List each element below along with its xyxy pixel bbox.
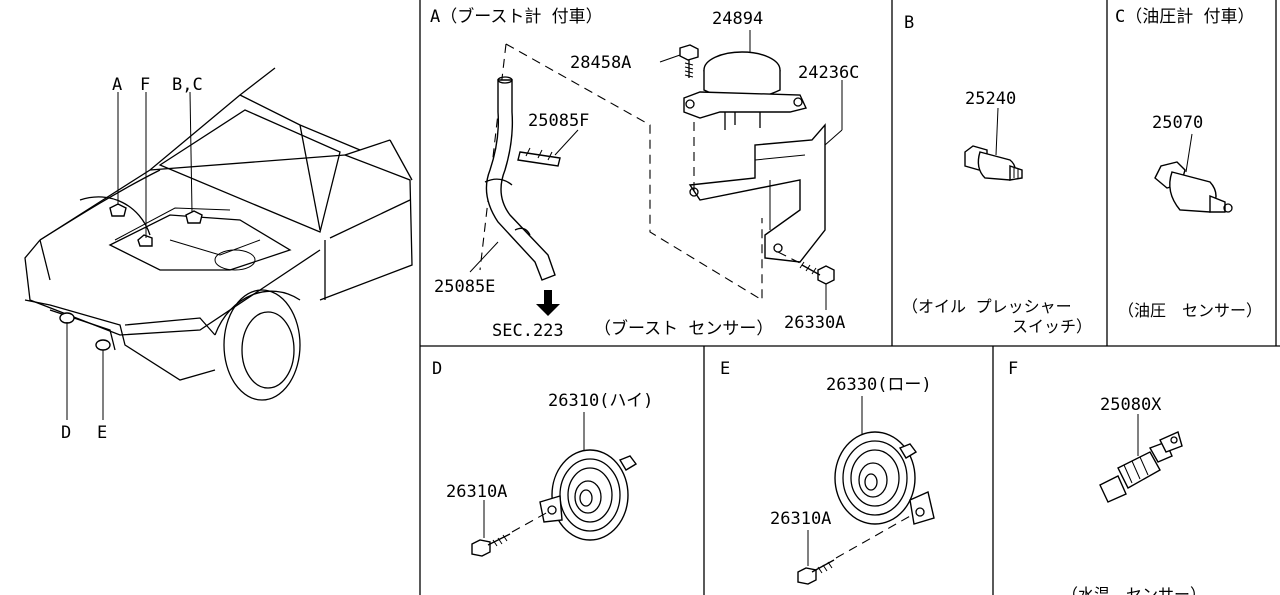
panel-d-header: D xyxy=(432,359,442,379)
part-26330a: 26330A xyxy=(784,313,845,333)
low-horn-location-marker xyxy=(95,339,111,351)
water-temp-sensor xyxy=(1099,414,1183,503)
car-overview-illustration xyxy=(24,67,413,420)
sec-223-ref[interactable]: SEC.223 xyxy=(492,321,564,341)
part-28458a: 28458A xyxy=(570,53,631,73)
part-25080x: 25080X xyxy=(1100,395,1162,415)
boost-sensor-assembly xyxy=(469,30,843,316)
horn-low xyxy=(797,396,935,585)
part-24236c: 24236C xyxy=(798,63,859,83)
part-26330-low: 26330(ロー) xyxy=(826,375,932,395)
panel-frames xyxy=(419,0,1280,595)
part-26310-high: 26310(ハイ) xyxy=(548,391,653,411)
callout-f: F xyxy=(140,75,150,95)
oil-pressure-sensor xyxy=(1154,133,1233,213)
callout-bc: B,C xyxy=(172,75,203,95)
part-26310a-d: 26310A xyxy=(446,482,507,502)
part-25070: 25070 xyxy=(1152,113,1203,133)
callout-a: A xyxy=(112,75,122,95)
oil-pressure-switch xyxy=(964,107,1023,181)
water-temp-sensor-location-marker xyxy=(137,234,153,247)
boost-sensor-location-marker xyxy=(109,203,127,217)
panel-e-header: E xyxy=(720,359,730,379)
high-horn-location-marker xyxy=(59,312,75,324)
part-25240: 25240 xyxy=(965,89,1016,109)
part-26310a-e: 26310A xyxy=(770,509,831,529)
water-temp-sensor-caption: （水温 センサー） xyxy=(1062,585,1206,595)
panel-a-header: A（ブースト計 付車） xyxy=(430,6,603,27)
callout-d: D xyxy=(61,423,71,443)
panel-b-header: B xyxy=(904,13,914,33)
part-24894: 24894 xyxy=(712,9,763,29)
oil-pressure-switch-caption-1: （オイル プレッシャー xyxy=(902,297,1072,316)
down-arrow-icon xyxy=(536,290,560,316)
oil-pressure-switch-caption-2: スイッチ） xyxy=(1012,317,1092,336)
callout-e: E xyxy=(97,423,107,443)
panel-c-header: C（油圧計 付車） xyxy=(1115,7,1254,27)
part-25085e: 25085E xyxy=(434,277,495,297)
horn-high xyxy=(471,412,638,557)
oil-pressure-location-marker xyxy=(185,210,203,224)
part-25085f: 25085F xyxy=(528,111,589,131)
boost-sensor-caption: （ブースト センサー） xyxy=(594,318,773,339)
panel-f-header: F xyxy=(1008,359,1018,379)
oil-pressure-sensor-caption: （油圧 センサー） xyxy=(1118,301,1262,320)
